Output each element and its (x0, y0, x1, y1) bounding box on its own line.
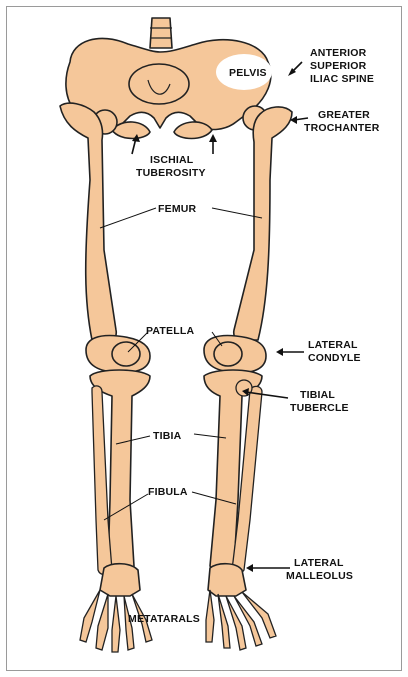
femur-left (60, 103, 117, 342)
label-tibial-tubercle-line1: TIBIAL (300, 389, 335, 401)
label-ischial-line2: TUBEROSITY (136, 167, 206, 179)
label-lateral-condyle-line2: CONDYLE (308, 352, 361, 364)
label-ischial-line1: ISCHIAL (150, 154, 194, 166)
label-fibula: FIBULA (148, 486, 188, 498)
label-asis-line2: SUPERIOR (310, 60, 367, 72)
label-tibia: TIBIA (153, 430, 182, 442)
label-pelvis: PELVIS (229, 67, 267, 79)
fibula-left (92, 386, 112, 575)
spine (150, 18, 172, 48)
label-greater-trochanter-line1: GREATER (318, 109, 370, 121)
label-asis-line1: ANTERIOR (310, 47, 367, 59)
knee-left (86, 336, 150, 373)
foot-left (80, 564, 152, 652)
label-lateral-condyle-line1: LATERAL (308, 339, 358, 351)
label-lateral-malleolus-line1: LATERAL (294, 557, 344, 569)
label-asis-line3: ILIAC SPINE (310, 73, 374, 85)
label-femur: FEMUR (158, 203, 197, 215)
label-patella: PATELLA (146, 325, 194, 337)
knee-right (204, 336, 266, 373)
label-lateral-malleolus-line2: MALLEOLUS (286, 570, 353, 582)
label-tibial-tubercle-line2: TUBERCLE (290, 402, 349, 414)
label-greater-trochanter-line2: TROCHANTER (304, 122, 380, 134)
foot-right (206, 564, 276, 650)
femur-right (234, 106, 292, 342)
label-metatarsals: METATARALS (128, 613, 200, 625)
